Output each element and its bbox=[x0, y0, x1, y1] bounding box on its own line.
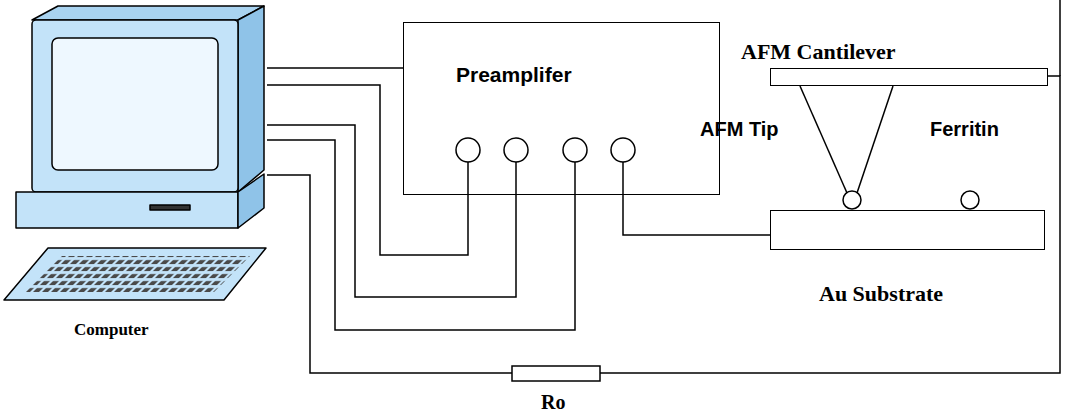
drive-slot bbox=[150, 205, 190, 210]
socket-leads bbox=[468, 162, 623, 195]
wire bbox=[623, 195, 770, 235]
keyboard-keys bbox=[26, 256, 250, 292]
socket bbox=[563, 138, 587, 162]
resistor-symbol bbox=[512, 366, 600, 381]
wire bbox=[267, 85, 468, 255]
node-label: Au Substrate bbox=[819, 281, 943, 306]
socket-lead bbox=[467, 162, 469, 195]
computer-node: Computer bbox=[2, 2, 267, 347]
substrate-box: Au Substrate bbox=[770, 210, 1045, 250]
socket-lead bbox=[515, 162, 517, 195]
preamplifier-box: Preamplifer bbox=[403, 22, 720, 195]
node-label: Preamplifer bbox=[456, 63, 572, 87]
tip-side bbox=[800, 86, 847, 193]
sockets bbox=[456, 138, 635, 162]
part-label: Ferritin bbox=[930, 118, 999, 141]
monitor-screen bbox=[52, 38, 218, 170]
socket bbox=[504, 138, 528, 162]
wire bbox=[267, 140, 575, 330]
wire bbox=[267, 67, 403, 69]
wire bbox=[1059, 0, 1061, 76]
computer-illustration bbox=[4, 6, 266, 300]
tip-side bbox=[857, 86, 893, 193]
afm-tip bbox=[800, 86, 893, 209]
node-label: AFM Cantilever bbox=[741, 39, 896, 64]
monitor-side bbox=[238, 6, 264, 192]
node-label: Computer bbox=[74, 320, 149, 340]
computer-base bbox=[16, 192, 238, 228]
monitor-top bbox=[32, 6, 264, 20]
socket bbox=[611, 138, 635, 162]
ferritin-particle bbox=[961, 191, 979, 209]
wire bbox=[267, 76, 1060, 373]
resistor-label: Ro bbox=[541, 391, 565, 414]
tip-ball bbox=[843, 191, 861, 209]
socket-lead bbox=[574, 162, 576, 195]
cantilever-bar: AFM Cantilever bbox=[770, 68, 1048, 86]
socket-lead bbox=[622, 162, 624, 195]
monitor-front bbox=[32, 20, 238, 192]
computer-base-side bbox=[238, 174, 264, 228]
keyboard bbox=[4, 248, 266, 300]
socket bbox=[456, 138, 480, 162]
part-label: AFM Tip bbox=[700, 118, 779, 141]
wire bbox=[267, 125, 516, 297]
